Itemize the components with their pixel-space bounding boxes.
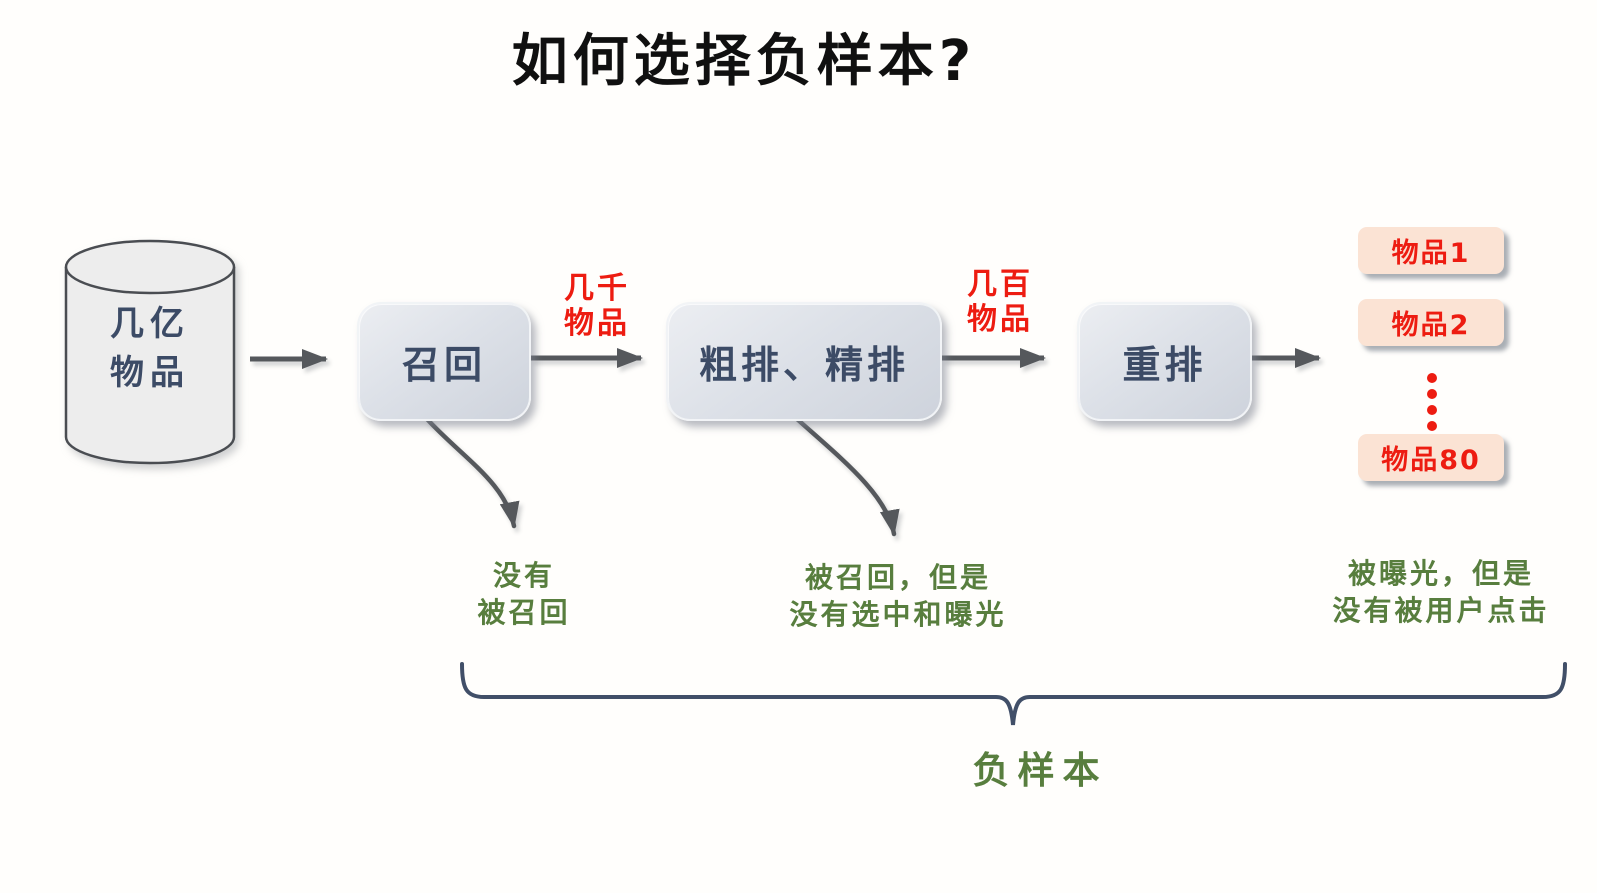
note-exposed-not-clicked: 被曝光，但是 没有被用户点击 xyxy=(1261,556,1597,630)
edge-label-thousands-line1: 几千 xyxy=(564,271,630,306)
edge-label-hundreds: 几百 物品 xyxy=(935,267,1065,337)
result-item-80: 物品80 xyxy=(1358,434,1504,481)
dropout-arrow-rank xyxy=(794,416,900,537)
negative-samples-caption: 负样本 xyxy=(972,749,1108,792)
page-title: 如何选择负样本? xyxy=(511,29,977,94)
edge-label-thousands-line2: 物品 xyxy=(564,305,630,341)
edge-label-hundreds-line2: 物品 xyxy=(967,301,1033,337)
vertical-ellipsis-icon xyxy=(1427,373,1437,437)
database-label-line2: 物品 xyxy=(110,353,190,394)
item-database-cylinder xyxy=(64,239,236,465)
note-not-recalled: 没有 被召回 xyxy=(374,558,674,632)
stage-box-ranking: 粗排、精排 xyxy=(666,302,942,421)
database-label-line1: 几亿 xyxy=(110,304,190,344)
stage-box-recall: 召回 xyxy=(357,302,531,421)
note-exposed-not-clicked-line1: 被曝光，但是 xyxy=(1347,557,1534,590)
result-item-2: 物品2 xyxy=(1358,299,1504,346)
result-item-1: 物品1 xyxy=(1358,227,1504,274)
dropout-arrow-recall xyxy=(424,416,520,529)
note-not-recalled-line1: 没有 xyxy=(492,559,555,592)
note-not-recalled-line2: 被召回 xyxy=(477,595,571,629)
note-recalled-not-exposed-line1: 被召回，但是 xyxy=(804,561,991,594)
database-label: 几亿 物品 xyxy=(65,300,235,399)
negative-samples-brace xyxy=(460,662,1567,726)
stage-label-recall: 召回 xyxy=(401,343,486,387)
edge-label-thousands: 几千 物品 xyxy=(532,271,662,341)
note-recalled-not-exposed-line2: 没有选中和曝光 xyxy=(789,597,1007,631)
stage-box-rerank: 重排 xyxy=(1077,302,1252,421)
edge-label-hundreds-line1: 几百 xyxy=(967,267,1033,302)
stage-label-rerank: 重排 xyxy=(1122,343,1207,387)
note-exposed-not-clicked-line2: 没有被用户点击 xyxy=(1332,593,1550,627)
note-recalled-not-exposed: 被召回，但是 没有选中和曝光 xyxy=(718,560,1078,634)
stage-label-ranking: 粗排、精排 xyxy=(698,343,909,387)
